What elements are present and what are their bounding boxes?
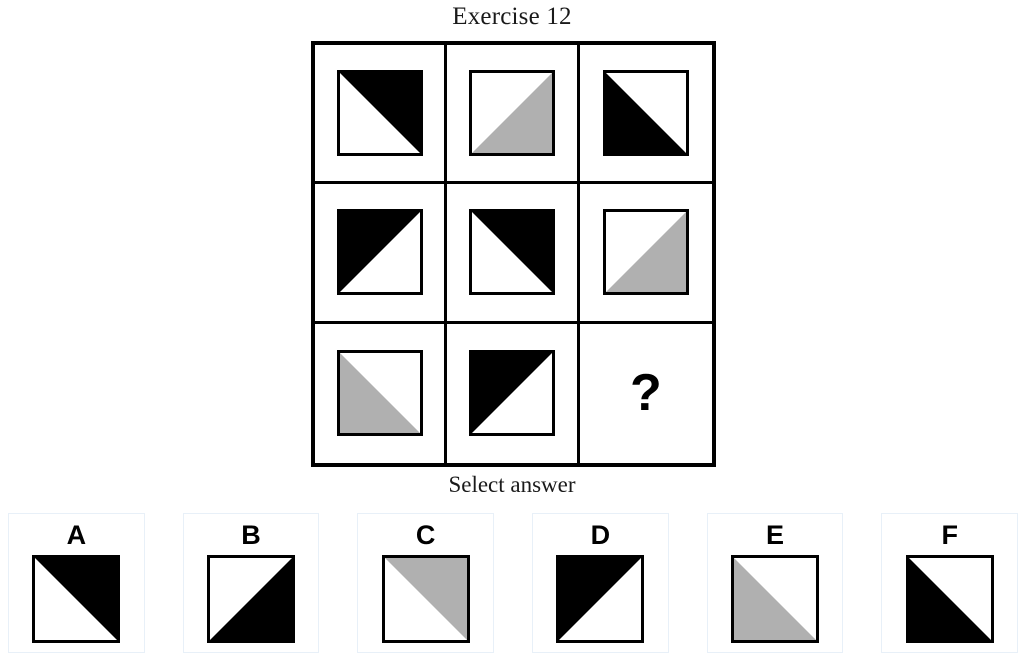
triangle-figure (32, 555, 121, 643)
option-card-b[interactable]: B (182, 513, 320, 653)
triangle-lower-left-icon (734, 558, 817, 640)
triangle-figure (336, 209, 423, 296)
option-letter-c: C (415, 520, 436, 550)
matrix-cell-r2c2 (447, 184, 580, 324)
triangle-upper-right-icon (35, 558, 118, 640)
option-card-e[interactable]: E (706, 513, 844, 653)
matrix-cell-r1c2 (447, 45, 580, 185)
triangle-lower-right-icon (471, 73, 552, 154)
triangle-figure (381, 555, 470, 643)
triangle-upper-left-icon (559, 558, 642, 640)
page-title: Exercise 12 (452, 3, 572, 30)
option-card-a[interactable]: A (8, 513, 145, 653)
triangle-lower-left-icon (339, 353, 420, 434)
triangle-figure (468, 350, 555, 437)
matrix-cell-r2c3 (579, 184, 712, 324)
triangle-upper-right-icon (384, 558, 467, 640)
matrix-cell-r3c1 (315, 323, 448, 463)
question-mark-icon: ? (629, 364, 662, 423)
option-letter-b: B (241, 520, 261, 550)
triangle-lower-left-icon (908, 558, 991, 640)
triangle-lower-right-icon (605, 212, 686, 293)
triangle-figure (602, 209, 689, 296)
triangle-figure (336, 350, 423, 437)
matrix-cell-r2c1 (315, 184, 448, 324)
option-letter-e: E (766, 520, 785, 550)
option-card-f[interactable]: F (881, 513, 1019, 653)
triangle-figure (336, 70, 423, 157)
option-letter-f: F (941, 520, 958, 550)
triangle-lower-right-icon (210, 558, 292, 640)
triangle-figure (556, 555, 645, 643)
triangle-upper-right-icon (471, 212, 552, 293)
triangle-lower-left-icon (605, 73, 686, 154)
matrix-grid: ? (311, 41, 716, 467)
triangle-figure (468, 209, 555, 296)
triangle-upper-left-icon (339, 212, 420, 293)
option-letter-d: D (590, 520, 611, 550)
option-card-c[interactable]: C (357, 513, 495, 653)
triangle-figure (905, 555, 994, 643)
answer-options: A B C D E F (8, 513, 1019, 653)
triangle-figure (602, 70, 689, 157)
option-letter-a: A (66, 520, 87, 550)
matrix-cell-r1c1 (315, 45, 448, 185)
matrix-cell-r1c3 (579, 45, 712, 185)
triangle-figure (731, 555, 820, 643)
option-card-d[interactable]: D (532, 513, 669, 653)
triangle-figure (468, 70, 555, 157)
triangle-figure (207, 555, 295, 643)
select-answer-label: Select answer (448, 472, 576, 497)
triangle-upper-right-icon (339, 73, 420, 154)
matrix-cell-r3c3: ? (579, 323, 712, 463)
triangle-upper-left-icon (471, 353, 552, 434)
matrix-cell-r3c2 (447, 323, 580, 463)
